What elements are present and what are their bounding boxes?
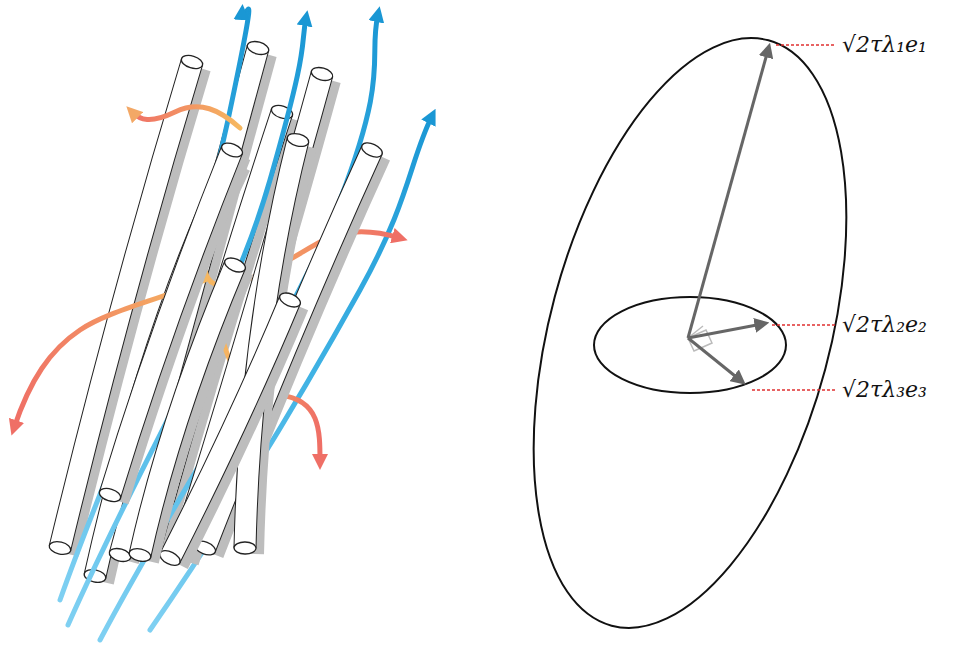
tube-end xyxy=(220,140,245,159)
fiber-bundle xyxy=(98,65,385,568)
eigen-axis-label: √2τλ₃e₃ xyxy=(840,377,929,403)
tube-end xyxy=(360,140,385,160)
eigenvector xyxy=(688,50,768,338)
tube-end xyxy=(246,39,270,56)
tube-end xyxy=(234,542,256,555)
tube-end xyxy=(108,546,132,563)
eigenvector xyxy=(688,324,762,338)
flow-arrows xyxy=(14,9,432,640)
tube-end xyxy=(48,540,72,557)
tube-end xyxy=(278,290,303,310)
tube-end xyxy=(286,131,310,148)
eigen-axis-label: √2τλ₂e₂ xyxy=(840,312,929,338)
axial-flow xyxy=(68,18,306,625)
tube-shadow xyxy=(148,271,243,561)
leader-line xyxy=(752,389,836,391)
leader-line xyxy=(776,44,836,46)
equator-outline xyxy=(594,297,786,393)
eigenvector xyxy=(688,338,740,380)
tube-body xyxy=(140,265,235,555)
tube-end xyxy=(128,547,152,563)
eigen-axis-label: √2τλ₁e₁ xyxy=(840,32,929,58)
tube-end xyxy=(310,65,334,82)
tube-outline xyxy=(140,265,235,555)
tube-end xyxy=(223,255,248,275)
tube-end xyxy=(180,53,205,71)
leader-lines xyxy=(752,45,836,390)
axial-flow xyxy=(100,14,378,640)
leader-line xyxy=(772,324,836,326)
radial-flow xyxy=(132,107,240,128)
tube-end xyxy=(98,486,123,504)
